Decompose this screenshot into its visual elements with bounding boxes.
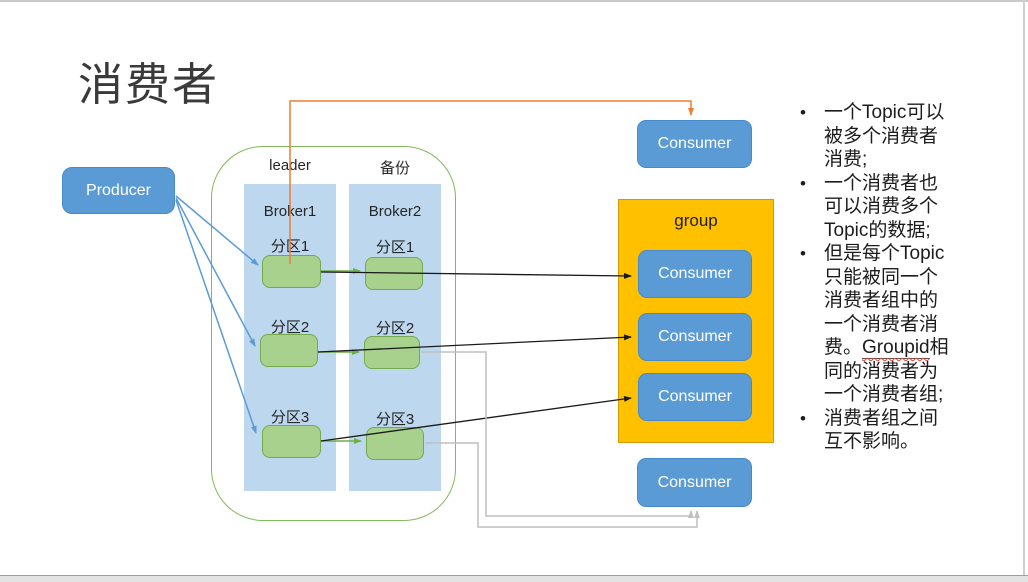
misspelled-word: Groupid	[862, 337, 930, 359]
broker2-partition1-box	[365, 257, 423, 290]
leader-column-label: leader	[269, 157, 311, 174]
note-item-2: 一个消费者也可以消费多个Topic的数据;	[798, 172, 954, 243]
bottom-consumer-box: Consumer	[637, 458, 752, 507]
slide-title: 消费者	[78, 59, 220, 110]
group-consumer1-box: Consumer	[638, 250, 752, 298]
broker1-partition1-label: 分区1	[270, 238, 310, 255]
top-consumer-box: Consumer	[637, 120, 752, 168]
notes-list: 一个Topic可以被多个消费者消费; 一个消费者也可以消费多个Topic的数据;…	[798, 101, 958, 454]
note-item-1: 一个Topic可以被多个消费者消费;	[798, 101, 954, 172]
broker1-partition2-label: 分区2	[270, 319, 310, 336]
broker2-partition2-box	[364, 336, 420, 369]
broker1-partition3-label: 分区3	[270, 409, 310, 426]
group-consumer3-box: Consumer	[638, 373, 752, 421]
notes-panel: 一个Topic可以被多个消费者消费; 一个消费者也可以消费多个Topic的数据;…	[798, 101, 958, 454]
broker1-partition1-box	[262, 255, 321, 288]
broker2-partition2-label: 分区2	[375, 320, 415, 337]
window-bottom-bar	[0, 575, 1028, 582]
broker2-partition1-label: 分区1	[375, 239, 415, 256]
producer-box: Producer	[62, 167, 175, 214]
broker1-name: Broker1	[263, 203, 317, 220]
top-consumer-label: Consumer	[657, 135, 732, 152]
producer-label: Producer	[86, 181, 151, 199]
group-consumer2-label: Consumer	[658, 328, 732, 345]
note-item-3: 但是每个Topic只能被同一个消费者组中的一个消费者消费。Groupid相同的消…	[798, 242, 954, 407]
bottom-consumer-label: Consumer	[657, 473, 732, 491]
backup-column-label: 备份	[379, 160, 410, 177]
group-consumer2-box: Consumer	[638, 313, 752, 361]
group-consumer3-label: Consumer	[658, 388, 732, 405]
broker2-partition3-label: 分区3	[375, 411, 415, 428]
broker2-name: Broker2	[368, 203, 422, 220]
group-consumer1-label: Consumer	[658, 265, 732, 282]
broker1-partition3-box	[262, 425, 321, 458]
consumer-group-label: group	[674, 211, 718, 230]
broker2-partition3-box	[366, 427, 424, 460]
window-right-edge	[1023, 0, 1025, 582]
broker1-partition2-box	[260, 334, 318, 367]
window-top-edge	[0, 0, 1028, 2]
note-item-4: 消费者组之间互不影响。	[798, 407, 954, 454]
